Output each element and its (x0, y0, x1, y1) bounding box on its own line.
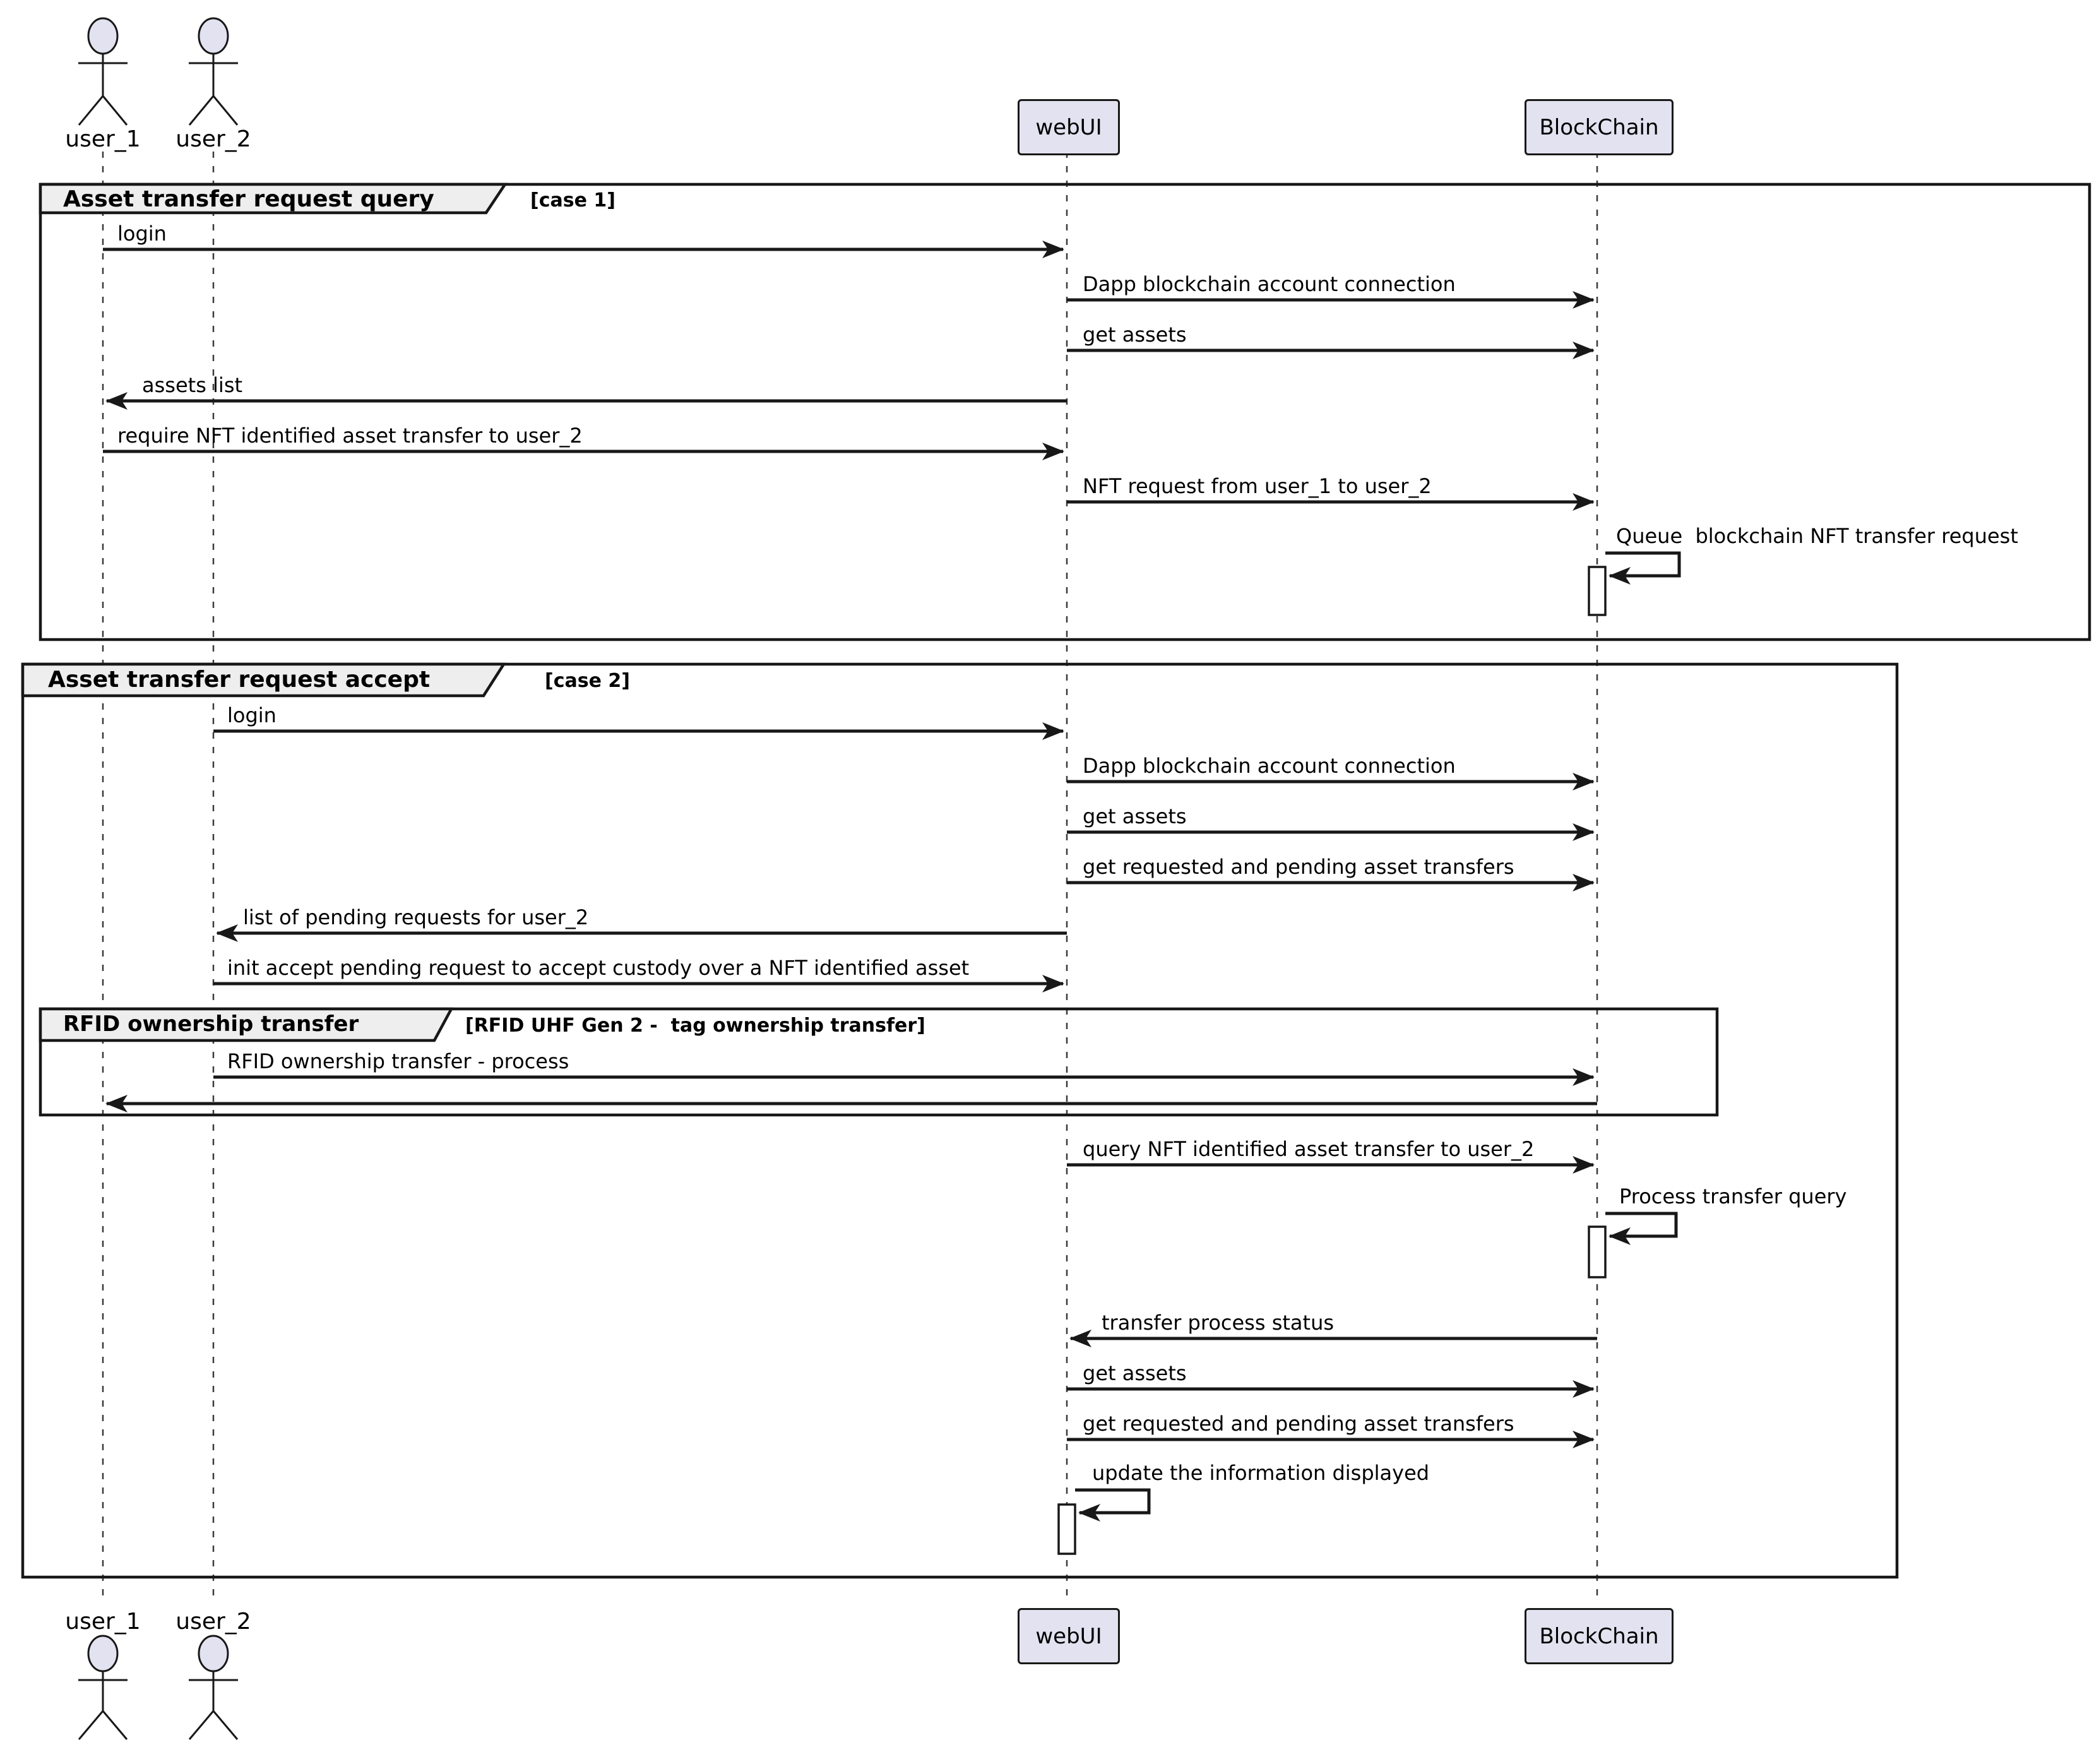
frame-case1-condition: [case 1] (530, 189, 615, 212)
message-label: login (227, 703, 276, 727)
arrow-queue-self (1605, 551, 1681, 585)
actor-figure-user2-bottom (188, 1635, 239, 1740)
frame-rfid-condition: [RFID UHF Gen 2 - tag ownership transfer… (465, 1015, 925, 1037)
frame-case2-condition: [case 2] (545, 670, 630, 692)
frame-rfid-tab (39, 1007, 454, 1042)
frame-case1-border (39, 182, 2091, 641)
message-label: init accept pending request to accept cu… (227, 956, 970, 980)
message-label: get assets (1083, 1361, 1187, 1385)
actor-label-user1-top: user_1 (65, 126, 141, 152)
message-label: Dapp blockchain account connection (1083, 272, 1456, 296)
lifelines (102, 152, 1598, 1604)
frame-rfid-border (39, 1007, 1719, 1117)
actor-head-icon (87, 17, 119, 55)
frame-case2-title: Asset transfer request accept (48, 667, 431, 693)
frame-case2-tab (21, 662, 507, 698)
message-label: get requested and pending asset transfer… (1083, 1412, 1514, 1436)
participant-blockchain-bottom: BlockChain (1525, 1608, 1674, 1664)
message-label: NFT request from user_1 to user_2 (1083, 474, 1432, 498)
activation-bar-blockchain-queue (1588, 566, 1607, 616)
message-label: get assets (1083, 804, 1187, 828)
message-label: Dapp blockchain account connection (1083, 754, 1456, 778)
actor-figure-user2-top (188, 17, 239, 126)
actor-head-icon (87, 1635, 119, 1672)
arrow-update-info-self (1075, 1488, 1151, 1522)
participant-blockchain-top: BlockChain (1525, 99, 1674, 155)
frame-case2-border (21, 662, 1899, 1579)
frame-case1-tab (39, 182, 508, 215)
message-label: assets list (142, 373, 243, 397)
activation-bar-blockchain-process (1588, 1225, 1607, 1278)
frame-case1-title: Asset transfer request query (63, 186, 434, 212)
actor-head-icon (198, 1635, 229, 1672)
frame-rfid-title: RFID ownership transfer (63, 1011, 359, 1037)
message-label: get assets (1083, 323, 1187, 347)
activation-bar-webui-update (1057, 1503, 1076, 1555)
message-label: require NFT identified asset transfer to… (117, 424, 583, 448)
message-label: RFID ownership transfer - process (227, 1049, 569, 1073)
case1-arrows (103, 241, 1681, 585)
message-label: update the information displayed (1092, 1461, 1430, 1485)
message-label: login (117, 222, 167, 246)
message-label: transfer process status (1102, 1311, 1335, 1335)
actor-figure-user1-bottom (78, 1635, 128, 1740)
message-label: query NFT identified asset transfer to u… (1083, 1137, 1535, 1161)
case2-arrows (105, 722, 1678, 1522)
actor-label-user2-top: user_2 (175, 126, 251, 152)
message-label: Process transfer query (1619, 1184, 1847, 1208)
actor-label-user1-bottom: user_1 (65, 1609, 141, 1635)
actor-label-user2-bottom: user_2 (175, 1609, 251, 1635)
actor-figure-user1-top (78, 17, 128, 126)
participant-webui-top: webUI (1018, 99, 1120, 155)
participant-webui-bottom: webUI (1018, 1608, 1120, 1664)
arrow-process-query-self (1605, 1212, 1678, 1245)
message-label: Queue blockchain NFT transfer request (1616, 524, 2018, 548)
actor-head-icon (198, 17, 229, 55)
message-label: list of pending requests for user_2 (243, 905, 589, 929)
message-label: get requested and pending asset transfer… (1083, 855, 1514, 879)
